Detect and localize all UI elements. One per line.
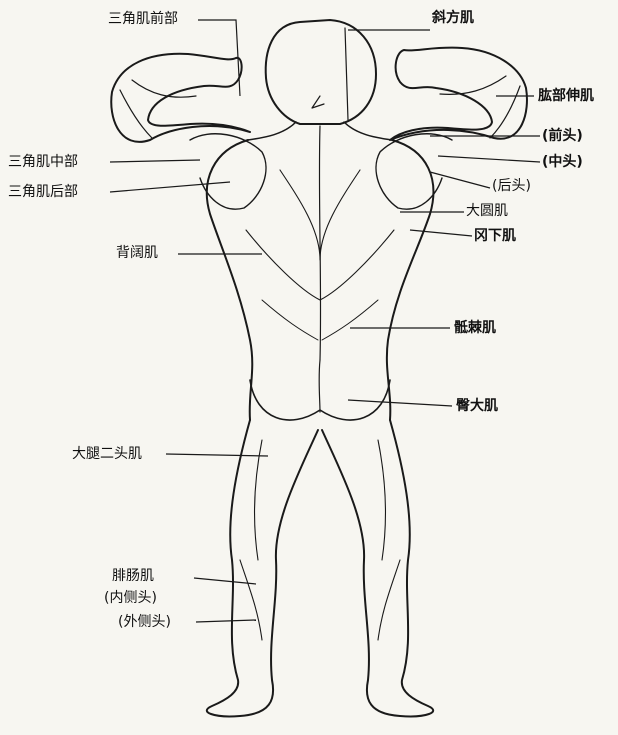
label-triceps-medial-head: (后头) bbox=[492, 178, 531, 194]
label-deltoid-middle: 三角肌中部 bbox=[8, 154, 78, 170]
left-leg-outline bbox=[207, 420, 318, 716]
leader-gastrocnemius-lateral bbox=[196, 620, 256, 622]
left-arm-outline bbox=[111, 54, 250, 142]
label-gastrocnemius-medial: (内侧头) bbox=[104, 590, 157, 606]
label-triceps: 肱部伸肌 bbox=[538, 88, 594, 104]
leader-triceps-lateral-head bbox=[438, 156, 540, 162]
label-latissimus: 背阔肌 bbox=[116, 245, 158, 261]
label-triceps-lateral-head: (中头) bbox=[542, 154, 583, 170]
label-deltoid-anterior: 三角肌前部 bbox=[108, 11, 178, 27]
leader-deltoid-middle bbox=[110, 160, 200, 162]
label-biceps-femoris: 大腿二头肌 bbox=[72, 446, 142, 462]
label-deltoid-posterior: 三角肌后部 bbox=[8, 184, 78, 200]
leader-infraspinatus bbox=[410, 230, 472, 236]
right-leg-outline bbox=[322, 420, 433, 716]
label-gluteus: 臀大肌 bbox=[456, 398, 498, 414]
label-gastrocnemius-lateral: (外侧头) bbox=[118, 614, 171, 630]
head-outline bbox=[266, 20, 376, 124]
leader-biceps-femoris bbox=[166, 454, 268, 456]
label-infraspinatus: 冈下肌 bbox=[474, 228, 516, 244]
label-trapezius: 斜方肌 bbox=[432, 10, 474, 26]
label-teres-major: 大圆肌 bbox=[466, 203, 508, 219]
leader-gluteus bbox=[348, 400, 452, 406]
label-triceps-long-head: (前头) bbox=[542, 128, 583, 144]
label-erector-spinae: 骶棘肌 bbox=[454, 320, 496, 336]
leader-deltoid-posterior bbox=[110, 182, 230, 192]
label-gastrocnemius: 腓肠肌 bbox=[112, 568, 154, 584]
